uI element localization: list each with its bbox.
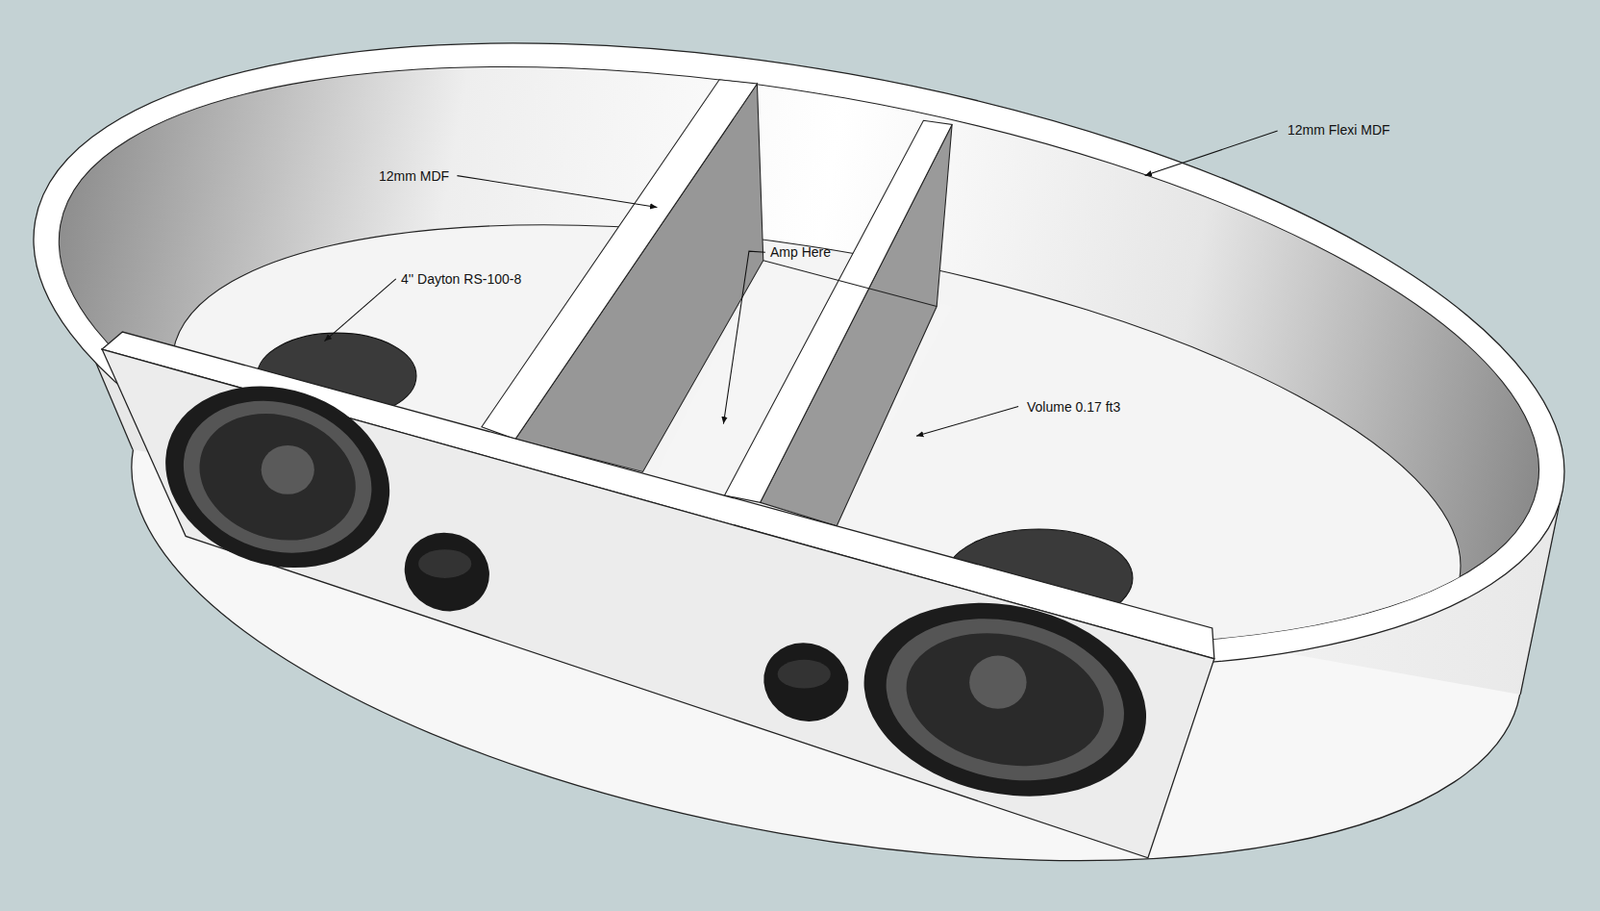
callout-label: 4'' Dayton RS-100-8 — [400, 270, 522, 288]
callout-label: 12mm Flexi MDF — [1287, 121, 1391, 139]
callout-label: Amp Here — [770, 243, 831, 261]
port — [393, 520, 860, 733]
front-baffle — [101, 331, 1215, 858]
leader-line — [324, 130, 1277, 436]
callout-label: 12mm MDF — [378, 167, 450, 185]
woofer — [141, 357, 1165, 821]
callout-label: Volume 0.17 ft3 — [1026, 398, 1121, 416]
